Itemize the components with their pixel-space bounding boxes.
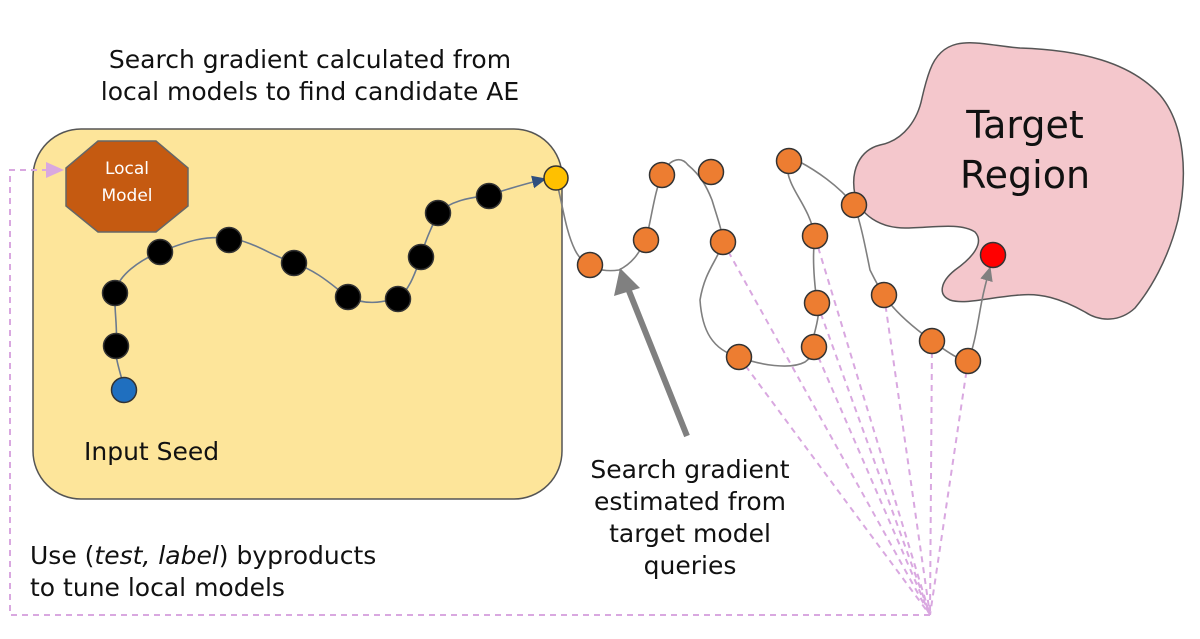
local-point: [384, 285, 412, 313]
query-caption-line1: Search gradient: [590, 455, 790, 484]
target-region-line2: Region: [959, 153, 1091, 197]
local-point: [102, 332, 130, 360]
local-point: [475, 182, 503, 210]
local-point: [424, 199, 452, 227]
query-point: [576, 251, 604, 279]
query-caption-line2: estimated from: [593, 487, 786, 516]
query-point: [918, 327, 946, 355]
query-point: [697, 158, 725, 186]
local-gradient-caption-line2: local models to find candidate AE: [100, 77, 520, 106]
byproduct-caption: Use (test, label) byproducts to tune loc…: [30, 540, 376, 604]
local-point: [101, 279, 129, 307]
byproduct-post: ) byproducts: [218, 541, 377, 570]
local-point: [334, 283, 362, 311]
query-point: [725, 343, 753, 371]
query-caption-line4: queries: [643, 551, 737, 580]
query-caption-line3: target model: [609, 519, 771, 548]
local-model-label-line1: Local: [104, 159, 150, 179]
query-point: [840, 191, 868, 219]
local-point: [215, 226, 243, 254]
query-point: [648, 161, 676, 189]
seed-point: [110, 376, 138, 404]
query-point: [870, 281, 898, 309]
query-point: [775, 147, 803, 175]
local-model-shape: [65, 140, 189, 233]
target-region-label: Target Region: [905, 100, 1145, 200]
gradient-estimate-arrowhead: [614, 268, 640, 296]
byproduct-pre: Use (: [30, 541, 95, 570]
local-point: [146, 238, 174, 266]
query-point: [954, 347, 982, 375]
input-seed-label: Input Seed: [84, 437, 220, 466]
query-point: [632, 226, 660, 254]
byproduct-caption-line2: to tune local models: [30, 573, 285, 602]
candidate-ae-point: [543, 165, 569, 191]
query-point: [800, 333, 828, 361]
query-point: [709, 228, 737, 256]
local-model-label: Local Model: [62, 156, 192, 210]
target-region-shape: [853, 42, 1185, 320]
target-region-line1: Target: [966, 103, 1084, 147]
byproduct-caption-line1: Use (test, label) byproducts: [30, 540, 376, 572]
query-point: [803, 289, 831, 317]
local-point: [280, 249, 308, 277]
local-gradient-caption-line1: Search gradient calculated from: [108, 45, 512, 74]
dashed-feedback-lines: [9, 162, 969, 616]
local-gradient-caption: Search gradient calculated from local mo…: [40, 44, 580, 108]
byproduct-italic: test, label: [94, 541, 219, 570]
local-point: [407, 243, 435, 271]
local-model-label-line2: Model: [101, 186, 153, 206]
gradient-estimate-arrow: [624, 284, 690, 438]
query-gradient-caption: Search gradient estimated from target mo…: [560, 454, 820, 582]
goal-point: [979, 241, 1007, 269]
query-point: [801, 222, 829, 250]
